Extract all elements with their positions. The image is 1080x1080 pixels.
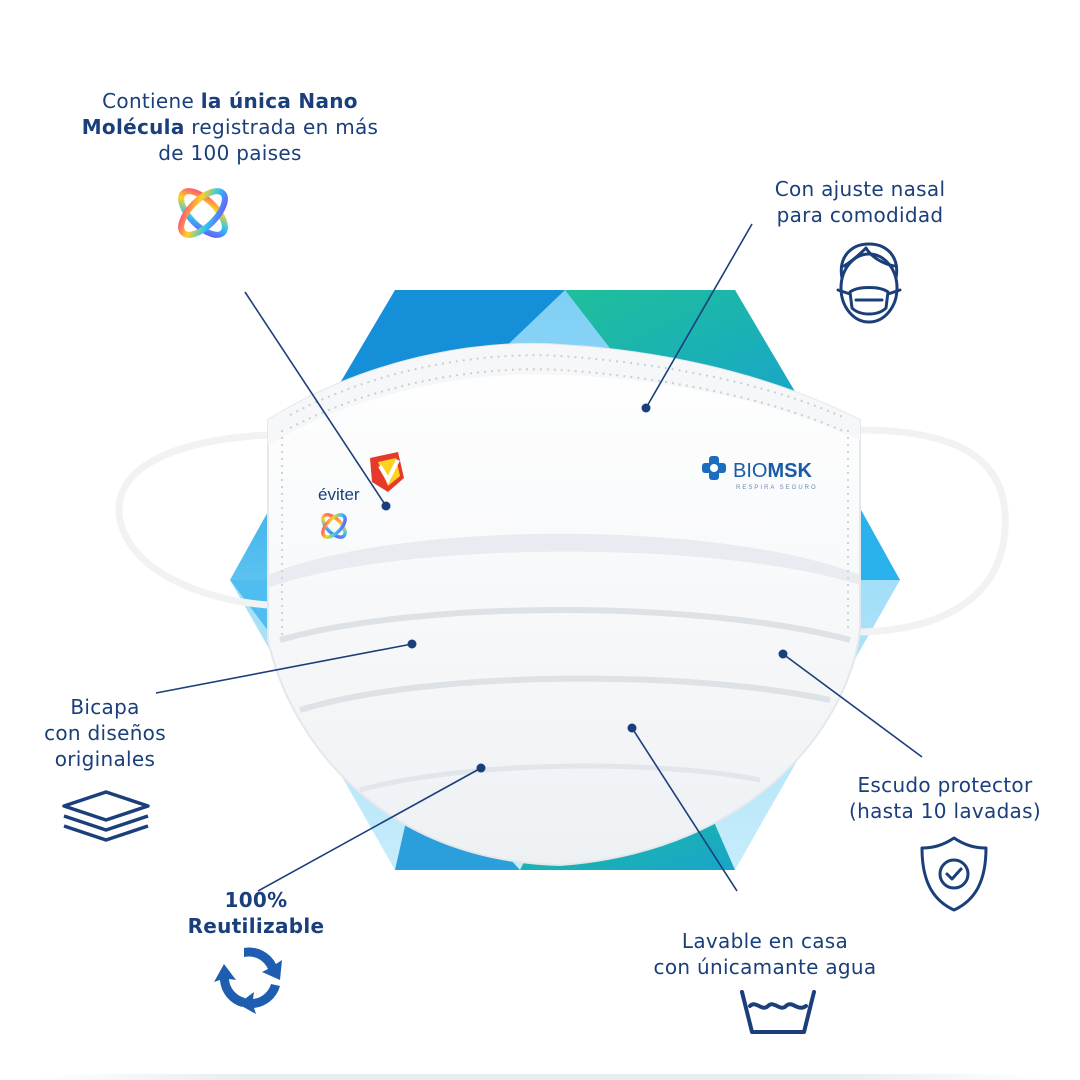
nano-mini-icon [321,513,347,539]
eviter-wordmark: éviter [318,485,360,504]
callout-lines [155,223,923,892]
shield-check-icon [920,836,988,912]
biomsk-logo: BIOMSK RESPIRA SEGURO [702,456,818,491]
bicapa-caption: Bicapa con diseños originales [44,695,166,771]
layers-icon [62,790,150,842]
eviter-logo: éviter [318,452,404,539]
wash-basin-icon [740,990,816,1034]
nano-molecule-icon [178,188,228,238]
nano-molecule-caption: Contiene la única Nano Molécula registra… [81,89,379,165]
biomsk-wordmark: BIOMSK [733,460,812,482]
reutilizable-caption: 100% Reutilizable [187,888,325,938]
left-ear-loop [115,431,269,609]
nasal-fit-caption: Con ajuste nasal para comodidad [774,177,946,227]
recycle-arrows-icon [214,947,282,1014]
lavable-caption: Lavable en casa con únicamante agua [653,929,877,979]
escudo-caption: Escudo protector (hasta 10 lavadas) [849,773,1041,823]
floor-shadow [40,1074,1040,1080]
face-mask-icon [836,242,902,324]
biomsk-tagline: RESPIRA SEGURO [736,485,818,491]
right-ear-loop [859,426,1009,636]
